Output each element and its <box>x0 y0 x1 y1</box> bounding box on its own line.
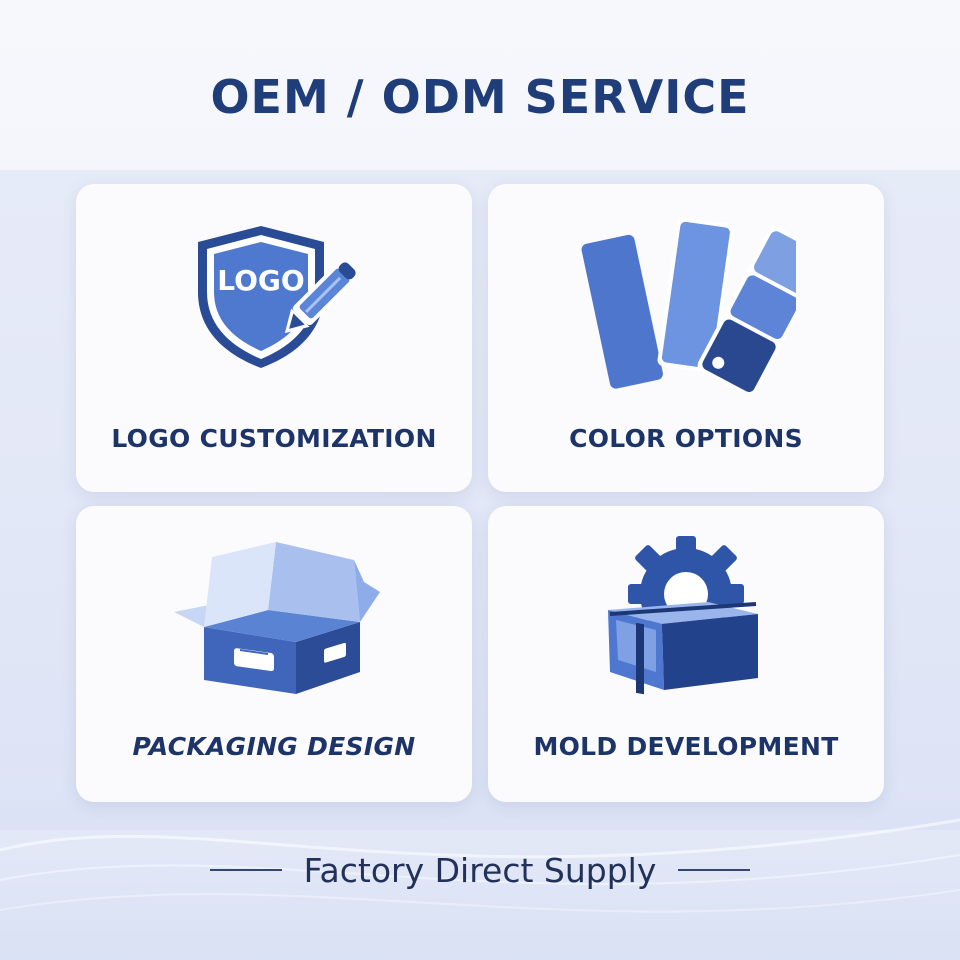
page-title: OEM / ODM SERVICE <box>210 70 750 124</box>
footer-divider-left <box>209 869 282 871</box>
service-label-color-options: COLOR OPTIONS <box>569 424 803 453</box>
service-label-mold-development: MOLD DEVELOPMENT <box>533 732 839 761</box>
service-label-packaging-design: PACKAGING DESIGN <box>132 732 416 761</box>
background-waves <box>0 818 960 913</box>
color-swatch-icon <box>488 212 884 392</box>
logo-badge-text: LOGO <box>217 264 304 297</box>
footer-tagline: Factory Direct Supply <box>303 850 657 890</box>
footer-divider-right <box>678 869 751 871</box>
logo-shield-pencil-icon: LOGO <box>76 222 472 372</box>
service-card-packaging-design[interactable]: PACKAGING DESIGN <box>76 506 472 802</box>
service-card-mold-development[interactable]: MOLD DEVELOPMENT <box>488 506 884 802</box>
footer: Factory Direct Supply <box>0 848 960 892</box>
service-card-logo-customization[interactable]: LOGO LOGO CUSTOMIZATION <box>76 184 472 492</box>
service-card-color-options[interactable]: COLOR OPTIONS <box>488 184 884 492</box>
open-box-icon <box>76 532 472 702</box>
mold-gear-icon <box>488 532 884 702</box>
service-label-logo-customization: LOGO CUSTOMIZATION <box>111 424 437 453</box>
